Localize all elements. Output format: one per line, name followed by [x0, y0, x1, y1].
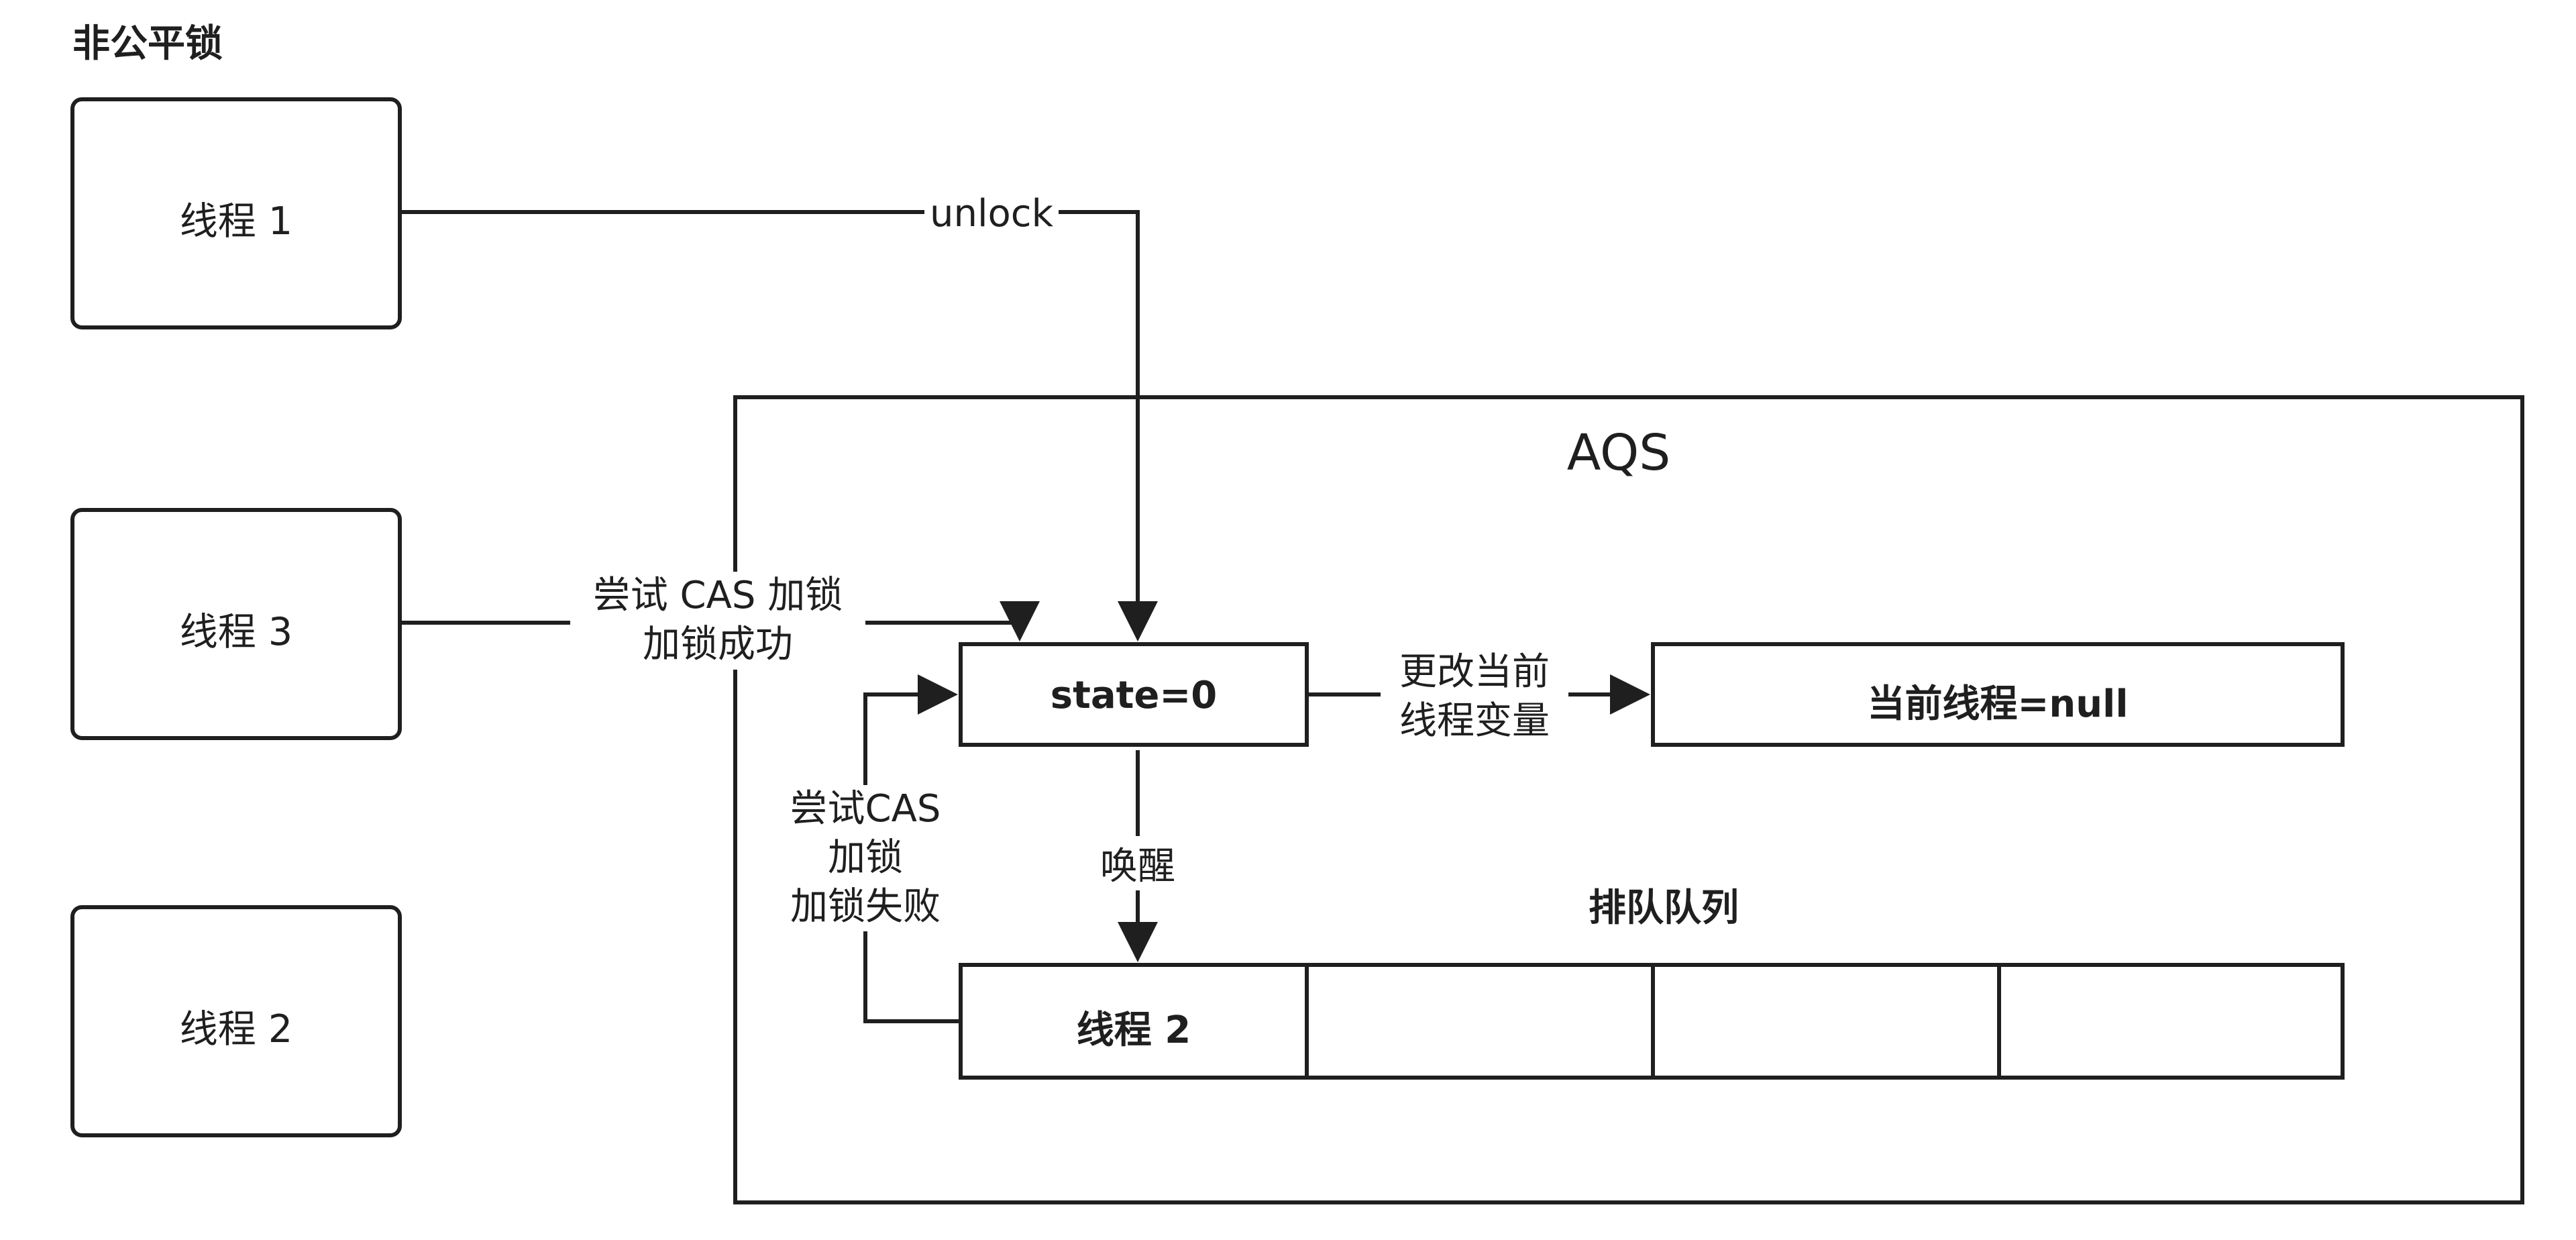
edge-unlock	[400, 210, 1158, 641]
edge-unlock-label: unlock	[924, 192, 1059, 236]
aqs-container	[733, 395, 2524, 1204]
edge-change-current-label: 更改当前 线程变量	[1381, 648, 1568, 746]
thread-1-label: 线程 1	[179, 199, 293, 244]
queue-slot-4	[1997, 963, 2345, 1080]
edge-try-cas-success-line-1: 尝试 CAS 加锁	[592, 574, 843, 617]
queue-slot-1-label: 线程 2	[1076, 1009, 1191, 1052]
edge-try-cas-fail-line-2: 加锁	[828, 835, 903, 880]
edge-try-cas-success-line-2: 加锁成功	[643, 622, 793, 666]
current-thread-box	[1651, 642, 2345, 747]
edge-try-cas-fail-label: 尝试CAS 加锁 加锁失败	[771, 785, 959, 932]
edge-try-cas-success-label: 尝试 CAS 加锁 加锁成功	[570, 572, 865, 670]
edge-try-cas-fail-line-1: 尝试CAS	[790, 787, 941, 831]
queue-slot-3	[1651, 963, 2001, 1080]
state-label: state=0	[1050, 674, 1218, 717]
aqs-title: AQS	[1566, 424, 1671, 482]
edge-change-current-line-1: 更改当前	[1399, 650, 1550, 694]
queue-slot-1	[959, 963, 1309, 1080]
thread-3-label: 线程 3	[179, 610, 293, 654]
edge-try-cas-fail-line-3: 加锁失败	[790, 884, 941, 929]
edge-wake-label: 唤醒	[1077, 836, 1198, 890]
queue-slot-2	[1305, 963, 1655, 1080]
diagram-title: 非公平锁	[72, 22, 223, 66]
edge-change-current-line-2: 线程变量	[1399, 699, 1550, 743]
current-thread-label: 当前线程=null	[1867, 682, 2129, 726]
thread-2-label: 线程 2	[179, 1007, 293, 1051]
queue-title: 排队队列	[1589, 886, 1739, 930]
thread-2-box	[70, 905, 402, 1137]
